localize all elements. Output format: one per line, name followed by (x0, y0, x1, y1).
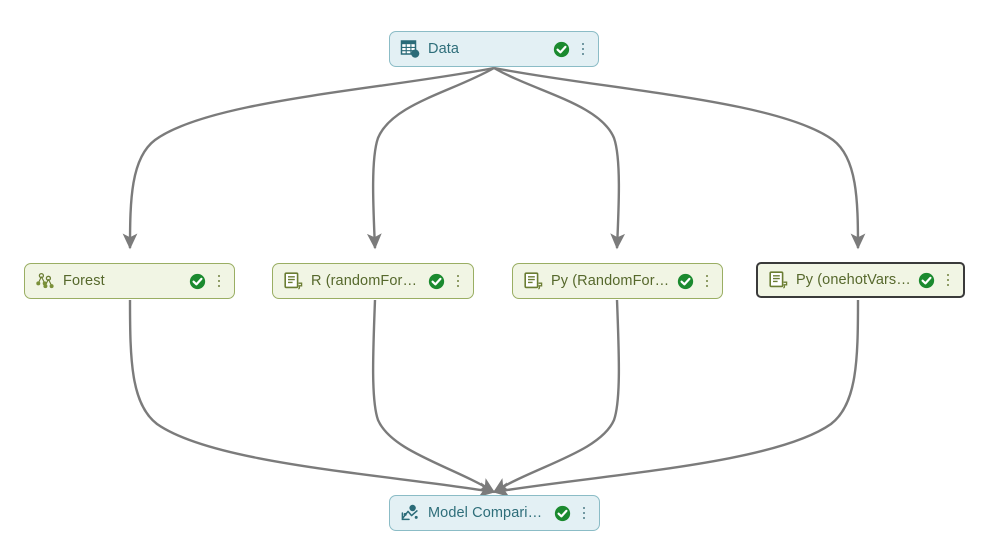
workflow-node-forest[interactable]: Forest (24, 263, 235, 299)
edge-data-to-forest (122, 66, 495, 250)
status-executed-ok-icon (677, 273, 694, 289)
script-snippet-icon (284, 272, 303, 290)
workflow-node-model-comparison[interactable]: Model Comparison (389, 495, 600, 531)
status-executed-ok-icon (428, 273, 445, 289)
node-label: Py (RandomFores... (551, 273, 671, 289)
node-label: Forest (63, 273, 105, 289)
edge-py-randomforest-to-model-comparison (492, 299, 621, 494)
edge-data-to-py-randomforest (493, 66, 626, 250)
edge-forest-to-model-comparison (128, 299, 496, 498)
node-label: Py (onehotVars+R... (796, 272, 912, 288)
model-comparison-icon (401, 504, 418, 521)
status-executed-ok-icon (189, 273, 206, 289)
more-options-icon[interactable] (577, 40, 589, 58)
more-options-icon[interactable] (578, 504, 590, 522)
edge-data-to-r-randomforest (366, 66, 495, 250)
workflow-node-data[interactable]: Data (389, 31, 599, 67)
workflow-node-r-randomforest[interactable]: R (randomForest) (272, 263, 474, 299)
tree-ensemble-icon (36, 272, 54, 289)
edge-py-onehot-to-model-comparison (492, 299, 860, 498)
script-snippet-icon (769, 271, 788, 289)
workflow-node-py-onehot[interactable]: Py (onehotVars+R... (756, 262, 965, 298)
node-label: Data (428, 41, 460, 57)
workflow-node-py-randomforest[interactable]: Py (RandomFores... (512, 263, 723, 299)
more-options-icon[interactable] (942, 271, 954, 289)
node-label: Model Comparison (428, 505, 548, 521)
edge-data-to-py-onehot (493, 66, 866, 250)
more-options-icon[interactable] (213, 272, 225, 290)
edge-r-randomforest-to-model-comparison (371, 299, 496, 494)
script-snippet-icon (524, 272, 543, 290)
more-options-icon[interactable] (701, 272, 713, 290)
status-executed-ok-icon (554, 505, 571, 521)
more-options-icon[interactable] (452, 272, 464, 290)
table-data-icon (400, 40, 420, 58)
status-executed-ok-icon (553, 41, 570, 57)
status-executed-ok-icon (918, 272, 935, 288)
node-label: R (randomForest) (311, 273, 422, 289)
